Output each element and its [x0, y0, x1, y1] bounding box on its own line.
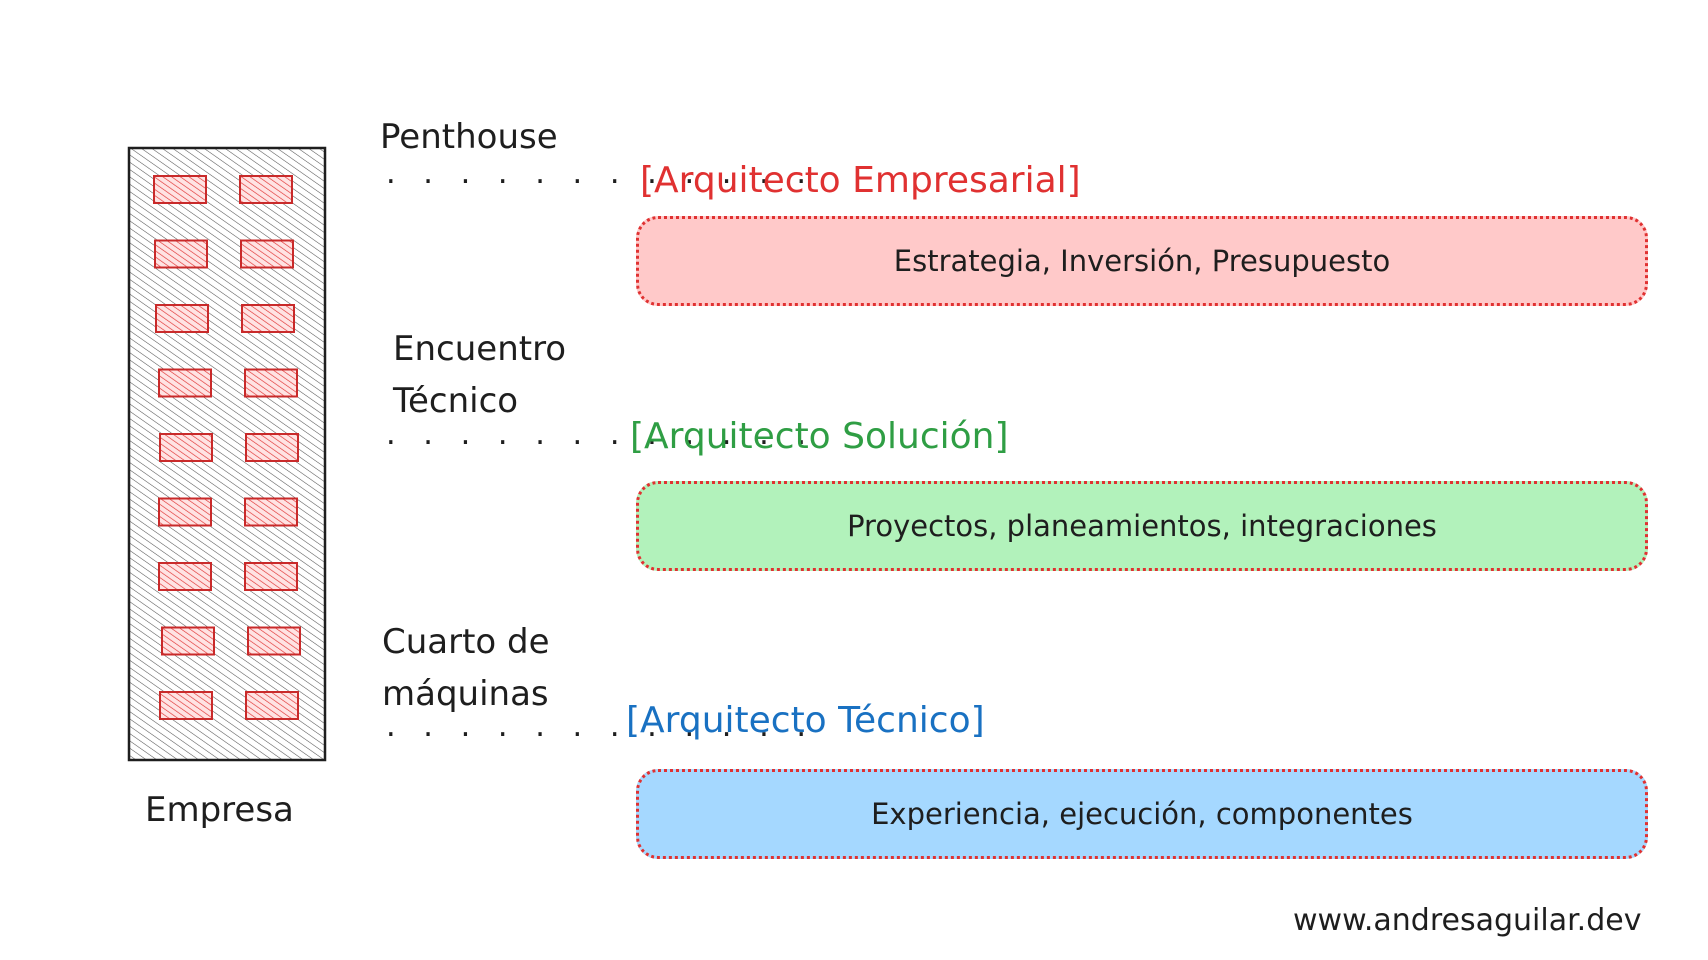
box-text: Experiencia, ejecución, componentes — [871, 797, 1413, 831]
building-window — [247, 626, 301, 656]
building-window — [244, 368, 298, 398]
building-window — [158, 562, 212, 591]
building-windows — [153, 175, 301, 720]
floor-label-encuentro-tecnico: Encuentro Técnico — [393, 323, 566, 427]
role-title-technical-architect: [Arquitecto Técnico] — [626, 700, 985, 741]
building-window — [244, 497, 298, 527]
floor-divider-penthouse: . . . . . . . . . . . . — [383, 160, 813, 190]
floor-label-cuarto-de-maquinas: Cuarto de máquinas — [382, 616, 550, 720]
building-window — [159, 691, 213, 720]
footer-url: www.andresaguilar.dev — [1293, 903, 1642, 938]
box-text: Estrategia, Inversión, Presupuesto — [893, 244, 1391, 278]
building-window — [239, 175, 293, 204]
box-technical-architect: Experiencia, ejecución, componentes — [636, 769, 1648, 859]
building-window — [245, 691, 299, 720]
building-label: Empresa — [145, 790, 294, 830]
role-title-solution-architect: [Arquitecto Solución] — [630, 416, 1009, 457]
box-solution-architect: Proyectos, planeamientos, integraciones — [636, 481, 1648, 571]
building-window — [158, 368, 212, 398]
floor-label-line: Encuentro — [393, 329, 567, 369]
floor-label-line: máquinas — [382, 674, 549, 714]
building-window — [241, 304, 295, 333]
building-window — [159, 433, 213, 462]
building-window — [240, 239, 294, 269]
floor-label-line: Técnico — [393, 381, 519, 421]
floor-label-penthouse: Penthouse — [380, 111, 558, 163]
building-window — [154, 239, 208, 269]
building-window — [155, 304, 209, 333]
building-window — [245, 433, 299, 462]
building-window — [161, 626, 215, 656]
floor-label-line: Cuarto de — [382, 622, 550, 662]
role-title-enterprise-architect: [Arquitecto Empresarial] — [640, 160, 1081, 201]
floor-label-line: Penthouse — [380, 117, 558, 157]
floor-divider-cuarto-de-maquinas: . . . . . . . . . . . . — [383, 713, 813, 743]
building-illustration — [127, 146, 327, 762]
box-enterprise-architect: Estrategia, Inversión, Presupuesto — [636, 216, 1648, 306]
floor-divider-encuentro-tecnico: . . . . . . . . . . . . — [383, 421, 813, 451]
building-window — [158, 497, 212, 527]
building-window — [244, 562, 298, 591]
building-window — [153, 175, 207, 204]
box-text: Proyectos, planeamientos, integraciones — [847, 509, 1437, 543]
